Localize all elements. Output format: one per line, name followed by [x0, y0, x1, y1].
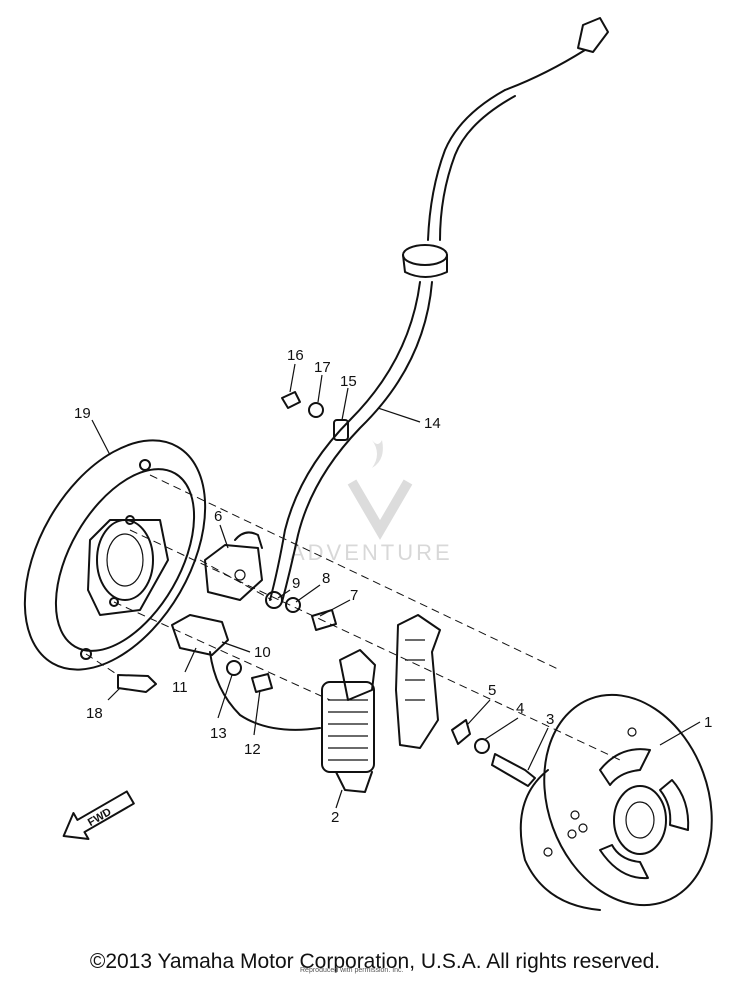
contact-breaker	[204, 531, 263, 601]
part-label-9: 9	[292, 575, 300, 592]
part-label-12: 12	[244, 741, 261, 758]
forward-label: FWD	[86, 806, 114, 829]
assembly-lines	[85, 474, 621, 761]
part-label-19: 19	[74, 405, 91, 422]
part-label-3: 3	[546, 711, 554, 728]
wire-harness	[269, 17, 609, 603]
part-label-5: 5	[488, 682, 496, 699]
part-label-17: 17	[314, 359, 331, 376]
lighting-coil-bracket	[395, 614, 441, 749]
ignition-coil	[321, 649, 376, 793]
part-label-2: 2	[331, 809, 339, 826]
part-labels: 1 2 3 4 5 6 7 8 9 10 11 12 13 14 15 16 1…	[74, 347, 712, 826]
parts-diagram: ADVENTURE	[23, 17, 713, 911]
part-label-8: 8	[322, 570, 330, 587]
part-label-6: 6	[214, 508, 222, 525]
flywheel-rotor	[519, 693, 713, 911]
leader-lines	[91, 363, 701, 809]
condenser	[171, 614, 321, 731]
watermark-logo: ADVENTURE	[290, 440, 453, 565]
part-label-13: 13	[210, 725, 227, 742]
part-label-11: 11	[172, 679, 188, 696]
part-label-18: 18	[86, 705, 103, 722]
hardware	[117, 391, 536, 787]
watermark-text: ADVENTURE	[290, 540, 453, 565]
forward-arrow-icon: FWD	[62, 790, 135, 840]
part-label-10: 10	[254, 644, 271, 661]
stator-base-plate	[23, 439, 207, 671]
copyright-notice: ©2013 Yamaha Motor Corporation, U.S.A. A…	[89, 950, 661, 973]
part-label-16: 16	[287, 347, 304, 364]
part-label-14: 14	[424, 415, 441, 432]
part-label-15: 15	[340, 373, 357, 390]
fine-print: Reproduced with permission. Inc.	[300, 967, 404, 974]
part-label-4: 4	[516, 700, 524, 717]
part-label-1: 1	[704, 714, 712, 731]
part-label-7: 7	[350, 587, 358, 604]
